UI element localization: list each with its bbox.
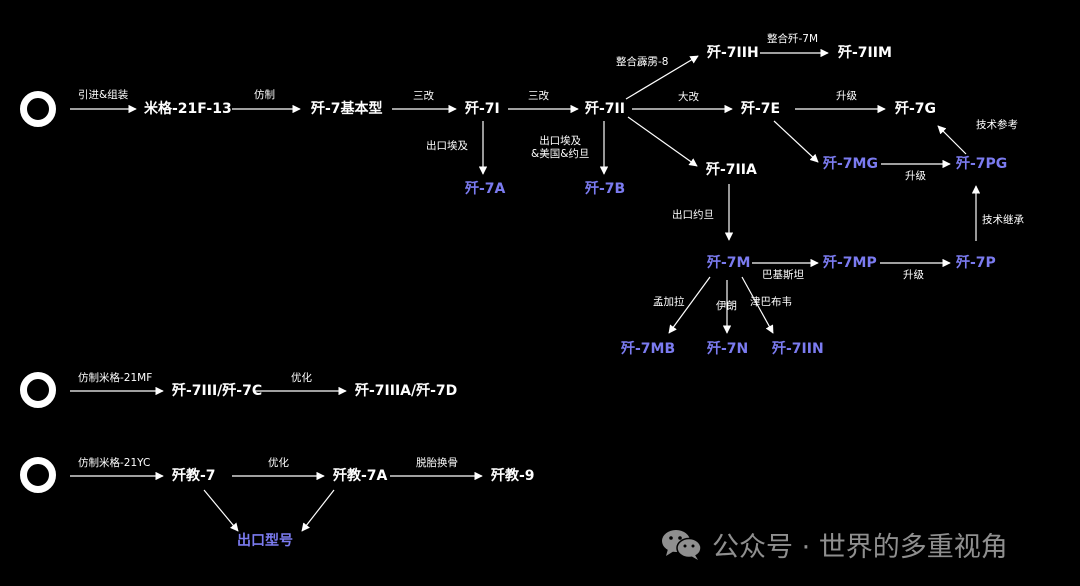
label-optimize-2: 优化 xyxy=(268,457,289,469)
label-sangai-2: 三改 xyxy=(528,90,549,102)
edge-jj7-export xyxy=(203,489,239,532)
watermark: 公众号 · 世界的多重视角 xyxy=(660,524,1008,564)
label-upgrade-mg-pg: 升级 xyxy=(905,170,926,182)
node-j7pg: 歼-7PG xyxy=(956,156,1008,172)
label-zimbabwe: 津巴布韦 xyxy=(750,296,792,308)
node-j7p: 歼-7P xyxy=(956,255,996,271)
node-j7-basic: 歼-7基本型 xyxy=(311,101,383,117)
label-tech-inherit: 技术继承 xyxy=(982,214,1024,226)
node-j7i: 歼-7I xyxy=(465,101,500,117)
label-tech-reference: 技术参考 xyxy=(976,119,1018,131)
label-imitate-mig21yc: 仿制米格-21YC xyxy=(78,457,151,469)
label-export-egypt-us-jordan: 出口埃及 &美国&约旦 xyxy=(531,135,590,160)
label-imitate: 仿制 xyxy=(254,89,275,101)
label-pakistan: 巴基斯坦 xyxy=(762,269,804,281)
edge-j7ii-j7iih xyxy=(625,55,699,100)
node-j7iin: 歼-7IIN xyxy=(772,341,824,357)
label-export-jordan: 出口约旦 xyxy=(672,209,714,221)
edge-j7m-j7mb xyxy=(668,276,711,334)
label-integrate-j7m: 整合歼-7M xyxy=(767,33,819,45)
edge-j7m-j7iin xyxy=(741,276,774,334)
node-j7ii: 歼-7II xyxy=(585,101,625,117)
ring-icon xyxy=(20,91,56,127)
label-upgrade-mp-p: 升级 xyxy=(903,269,924,281)
label-overhaul: 脱胎换骨 xyxy=(416,457,458,469)
node-j7m: 歼-7M xyxy=(707,255,751,271)
node-jj7: 歼教-7 xyxy=(172,468,216,484)
node-j7b: 歼-7B xyxy=(585,181,626,197)
label-import-assemble: 引进&组装 xyxy=(78,89,129,101)
edge-j7e-j7mg xyxy=(773,120,819,163)
label-bangladesh: 孟加拉 xyxy=(653,296,685,308)
node-j7iia: 歼-7IIA xyxy=(706,162,757,178)
node-j7iih: 歼-7IIH xyxy=(707,45,759,61)
edge-j7pg-j7g xyxy=(937,125,967,155)
label-dagai: 大改 xyxy=(678,91,699,103)
label-imitate-mig21mf: 仿制米格-21MF xyxy=(78,372,153,384)
node-jj7a: 歼教-7A xyxy=(333,468,388,484)
node-j7mg: 歼-7MG xyxy=(823,156,878,172)
node-j7mb: 歼-7MB xyxy=(621,341,676,357)
node-j7e: 歼-7E xyxy=(741,101,781,117)
node-j7mp: 歼-7MP xyxy=(823,255,877,271)
node-j7n: 歼-7N xyxy=(707,341,749,357)
node-j7iim: 歼-7IIM xyxy=(838,45,892,61)
label-upgrade-e-g: 升级 xyxy=(836,90,857,102)
node-j7g: 歼-7G xyxy=(895,101,937,117)
ring-icon xyxy=(20,372,56,408)
node-mig21f13: 米格-21F-13 xyxy=(144,101,232,117)
node-jj9: 歼教-9 xyxy=(491,468,535,484)
node-j7a: 歼-7A xyxy=(465,181,506,197)
label-export-egypt: 出口埃及 xyxy=(426,140,468,152)
ring-icon xyxy=(20,457,56,493)
watermark-text: 公众号 · 世界的多重视角 xyxy=(712,531,1008,563)
wechat-icon xyxy=(662,530,702,560)
label-integrate-pili8: 整合霹雳-8 xyxy=(616,56,669,68)
node-export-model: 出口型号 xyxy=(237,533,293,549)
label-sangai-1: 三改 xyxy=(413,90,434,102)
node-j7iii-j7c: 歼-7III/歼-7C xyxy=(172,383,263,399)
label-optimize-1: 优化 xyxy=(291,372,312,384)
edge-jj7a-export xyxy=(301,489,335,532)
edge-j7ii-j7iia xyxy=(627,116,698,167)
label-iran: 伊朗 xyxy=(716,300,737,312)
node-j7iiia-j7d: 歼-7IIIA/歼-7D xyxy=(355,383,458,399)
